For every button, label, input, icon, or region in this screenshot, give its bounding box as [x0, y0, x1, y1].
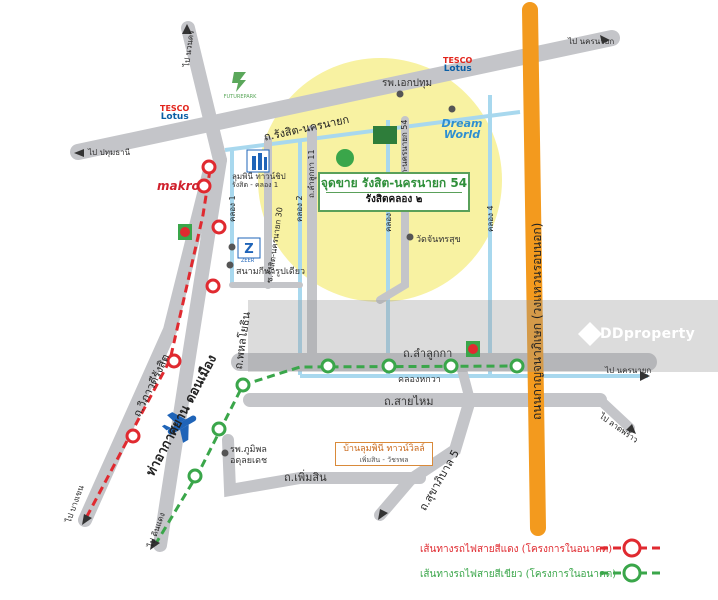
road-label-phemsin: ถ.เพิ่มสิน: [284, 471, 327, 484]
svg-text:Z: Z: [244, 242, 253, 257]
wat-dot: [406, 233, 414, 241]
village-title: บ้านลุมพินี ทาวน์วิลล์: [343, 444, 425, 454]
legend-red-line: เส้นทางรถไฟสายสีแดง (โครงการในอนาคต): [420, 540, 670, 558]
makro-logo: makro: [157, 179, 200, 193]
arrow-icon: [640, 371, 650, 381]
arrow-icon: [182, 24, 192, 34]
ddproperty-watermark: DDproperty: [600, 326, 696, 342]
arrow-icon: [150, 539, 160, 550]
direction-nakhonnayok-mid: ไป นครนายก: [605, 366, 652, 375]
canal-label-k1: คลอง 1: [228, 195, 237, 222]
red-line-stations: [125, 159, 227, 444]
bhumibol-dot: [221, 449, 229, 457]
dream-world-dot: [448, 105, 456, 113]
zeer-label: ZEER: [241, 258, 255, 264]
lumpini-name: ลุมพินี ทาวน์ชิป: [232, 172, 286, 181]
tesco-lotus-logo-top: TESCO Lotus: [443, 56, 473, 74]
tesco-lotus-express-box: [373, 126, 397, 144]
red-station: [166, 353, 182, 369]
arrow-icon: [600, 35, 610, 44]
place-hospital-ekpathum: รพ.เอกปทุม: [382, 78, 433, 89]
project-title: จุดขาย รังสิต-นครนายก 54: [320, 176, 468, 190]
legend-green-symbol: [600, 563, 660, 583]
place-stadium: สนามกีฬารูปเดียว: [236, 267, 306, 277]
direction-nakhonnayok-top: ไป นครนายก: [568, 37, 615, 46]
green-station: [320, 358, 336, 374]
legend-green-line: เส้นทางรถไฟสายสีเขียว (โครงการในอนาคต): [420, 565, 670, 583]
canal-label-k4: คลอง 4: [486, 205, 495, 232]
green-station: [381, 358, 397, 374]
canal-label-klong-hok-wa: คลองหกวา: [398, 375, 441, 385]
arrow-icon: [626, 424, 636, 434]
lumpini-building-icon: [246, 149, 270, 173]
place-wat-chan: วัดจันทรสุข: [416, 235, 461, 245]
green-station: [509, 358, 525, 374]
dream-world-logo: Dream World: [441, 117, 483, 141]
legend-red-symbol: [600, 538, 660, 558]
direction-arrows: [74, 24, 650, 550]
legend-green-text: เส้นทางรถไฟสายสีเขียว (โครงการในอนาคต): [420, 569, 617, 580]
road-label-kanchanaphisek: ถนนกาญจนาภิเษก (วงแหวนรอบนอก): [530, 222, 544, 420]
village-subtitle: เพิ่มสิน - วัชรพล: [359, 456, 409, 464]
direction-pathumthani: ไป ปทุมธานี: [88, 148, 131, 157]
green-station: [235, 377, 251, 393]
bigc-logo: [466, 341, 480, 357]
kanchanaphisek-expressway: [522, 2, 546, 536]
road-label-saimai: ถ.สายไหม: [384, 395, 434, 408]
place-lumpini-township: ลุมพินี ทาวน์ชิป รังสิต - คลอง 1: [232, 172, 286, 190]
zeer-logo: Z: [237, 237, 261, 259]
arrow-icon: [82, 514, 92, 525]
future-park-logo: FUTUREPARK: [214, 66, 266, 102]
airplane-icon: [161, 412, 197, 443]
road-label-lamlukka11: ถ.ลำลูกกา 11: [307, 149, 316, 198]
red-station: [211, 219, 227, 235]
arrow-icon: [378, 509, 388, 520]
arrow-icon: [74, 149, 84, 157]
red-station: [205, 278, 221, 294]
place-hospital-bhumibol: รพ.ภูมิพล อดุลยเดช: [230, 445, 290, 467]
canal-label-k2: คลอง 2: [295, 195, 304, 222]
red-station: [201, 159, 217, 175]
lumpini-sub: รังสิต - คลอง 1: [232, 181, 279, 189]
red-station: [196, 178, 212, 194]
green-station: [187, 468, 203, 484]
project-subtitle: รังสิตคลอง ๒: [326, 192, 462, 207]
ddproperty-logo-icon: [578, 322, 602, 346]
green-station: [443, 358, 459, 374]
red-station: [125, 428, 141, 444]
stadium-dot: [226, 261, 234, 269]
green-station: [211, 421, 227, 437]
project-label-box: จุดขาย รังสิต-นครนายก 54 รังสิตคลอง ๒: [318, 172, 470, 212]
future-park-icon: [232, 72, 246, 92]
bigc-logo: [178, 224, 192, 240]
green-line-stations: [187, 358, 525, 484]
project-marker: [336, 149, 354, 167]
road-label-lamlukka: ถ.ลำลูกกา: [403, 347, 453, 360]
canals: [224, 95, 648, 378]
landmark-dots: [221, 90, 456, 457]
bhumibol-name: รพ.ภูมิพล อดุลยเดช: [230, 445, 268, 466]
legend-red-text: เส้นทางรถไฟสายสีแดง (โครงการในอนาคต): [420, 544, 613, 555]
red-line-route: [83, 169, 212, 521]
hospital-ekpathum-dot: [396, 90, 404, 98]
village-label-box: บ้านลุมพินี ทาวน์วิลล์ เพิ่มสิน - วัชรพล: [335, 442, 433, 466]
zeer-dot: [228, 243, 236, 251]
tesco-lotus-logo-left: TESCO Lotus: [160, 104, 190, 122]
